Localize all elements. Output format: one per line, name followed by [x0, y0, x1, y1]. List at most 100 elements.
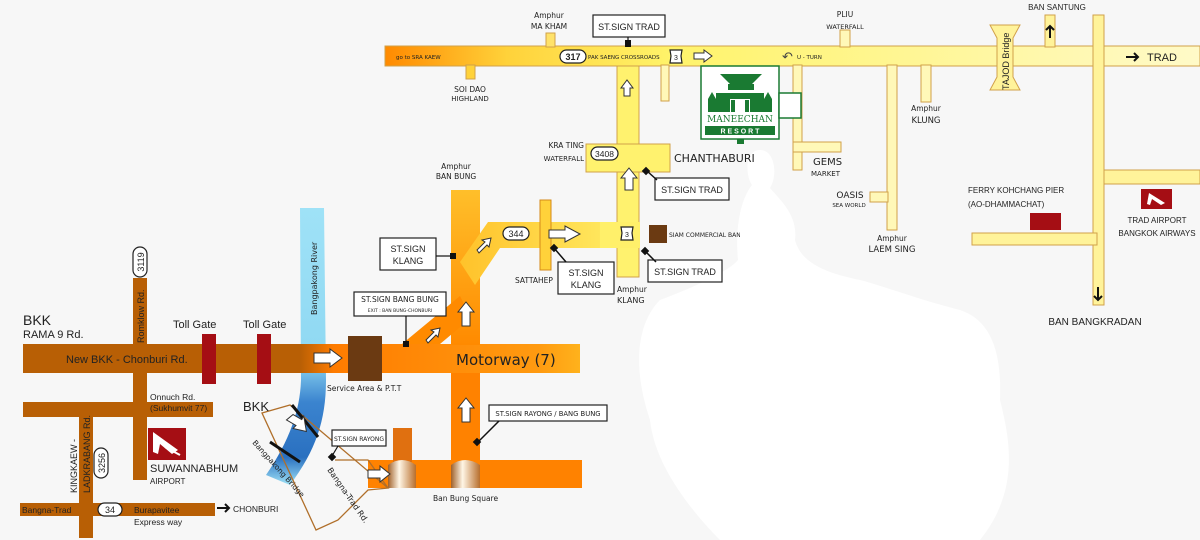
suvarnabhumi-airport-icon [148, 428, 186, 460]
label-soi-dao-2: HIGHLAND [451, 95, 489, 103]
sign-text: ST.SIGN [568, 268, 603, 278]
label-kingkaew-2: LADKRABANG Rd. [82, 415, 92, 493]
arrow-up-icon [456, 397, 476, 423]
label-oasis-1: OASIS [836, 191, 863, 201]
label-pak-saeng: PAK SAENG CROSSROADS [588, 55, 660, 61]
sign-klang-1: ST.SIGN KLANG [379, 237, 456, 271]
label-amphur-ban-bung-1: Amphur [441, 162, 472, 171]
shield-label: 3 [625, 232, 629, 239]
shield-label: 344 [508, 229, 523, 239]
label-motorway: Motorway (7) [456, 351, 556, 369]
label-rama9: RAMA 9 Rd. [23, 329, 84, 341]
sign-text: ST.SIGN RAYONG / BANG BUNG [495, 410, 600, 418]
resort-subtitle: R E S O R T [721, 129, 761, 136]
road-bangna-trad-diagonal [261, 404, 390, 531]
label-new-bkk-chonburi: New BKK - Chonburi Rd. [66, 354, 188, 366]
road-oasis [869, 191, 889, 203]
label-soi-dao-1: SOI DAO [454, 85, 486, 94]
route-shield-34: 34 [97, 502, 123, 517]
shield-label: 3256 [97, 453, 107, 473]
label-sra-kaew: go to SRA KAEW [396, 55, 441, 61]
label-oasis-2: SEA WORLD [832, 203, 865, 209]
label-airport: AIRPORT [150, 477, 186, 486]
road-ferry [971, 232, 1098, 246]
sign-bang-bung: ST.SIGN BANG BUNG EXIT : BAN BUNG-CHONBU… [353, 291, 447, 347]
label-service-area: Service Area & P.T.T [327, 384, 402, 393]
arrow-right-icon [217, 503, 231, 513]
siam-commercial-bank-marker [649, 225, 667, 243]
bridge-bar-2 [269, 440, 301, 464]
label-suvarnabhumi: SUWANNABHUM [150, 463, 238, 475]
sign-text: EXIT : BAN BUNG-CHONBURI [368, 308, 432, 314]
label-sattahep: SATTAHEP [515, 276, 553, 285]
sign-text: ST.SIGN [390, 244, 425, 254]
road-trad-south [1092, 14, 1105, 306]
road-344-join [600, 222, 640, 248]
label-expressway: Express way [134, 517, 183, 527]
arrow-diag-icon [425, 327, 441, 344]
route-shield-344: 344 [502, 226, 530, 241]
sign-rayong-bang-bung: ST.SIGN RAYONG / BANG BUNG [472, 404, 608, 447]
arrow-right-icon [367, 464, 391, 484]
road-branch-102 [660, 64, 670, 102]
arrow-down-icon [1093, 287, 1103, 302]
sign-trad-klang: ST.SIGN TRAD [640, 246, 723, 283]
label-gems-2: MARKET [811, 170, 841, 178]
arrow-right-icon [1126, 52, 1140, 62]
road-ban-bung-square-stub [393, 428, 412, 462]
service-area-block [348, 336, 382, 381]
overpass-arch-2 [451, 460, 480, 488]
label-gems-1: GEMS [813, 157, 842, 168]
label-kra-ting-1: KRA TING [548, 141, 584, 150]
road-trad-east [1103, 169, 1200, 185]
label-bkk: BKK [23, 312, 52, 328]
label-laem-sing-1: Amphur [877, 234, 908, 243]
u-turn-icon: ↶ [782, 50, 793, 65]
road-gems [792, 141, 842, 153]
label-burapavitee: Burapavitee [134, 505, 180, 515]
black-arrows [217, 24, 1140, 513]
route-shield-3256: 3256 [93, 447, 109, 479]
route-shield-3-top: 3 [669, 49, 683, 64]
sign-text: ST.SIGN BANG BUNG [361, 295, 439, 304]
road-ma-kham [545, 32, 556, 48]
resort-name: MANEECHAN [707, 115, 773, 125]
label-ferry-2: (AO-DHAMMACHAT) [968, 200, 1045, 209]
label-toll-gate-2: Toll Gate [243, 319, 286, 331]
road-ban-bung-exit [402, 296, 471, 344]
label-laem-sing-2: LAEM SING [869, 245, 916, 255]
sign-klang-2: ST.SIGN KLANG [549, 243, 615, 295]
label-tajod-bridge: TAJOD Bridge [1001, 33, 1011, 90]
road-onnuch [23, 402, 213, 417]
trad-airport-icon [1141, 189, 1172, 209]
siam-clip [740, 225, 780, 241]
label-bangpakong-river: Bangpakong River [310, 241, 319, 315]
label-sukhumvit77: (Sukhumvit 77) [150, 403, 207, 413]
label-amphur-ban-bung-2: BAN BUNG [436, 172, 477, 181]
label-bangna-trad: Bangna-Trad [22, 505, 72, 515]
label-bkk-bridge: BKK [243, 399, 269, 414]
label-ban-bung-square: Ban Bung Square [433, 494, 498, 503]
sign-text: ST.SIGN TRAD [661, 185, 723, 195]
masked-area [639, 150, 1009, 540]
shield-label: 3408 [595, 149, 614, 159]
label-pliu-1: PLIU [837, 10, 853, 19]
maneechan-resort-logo: MANEECHAN R E S O R T [700, 65, 802, 144]
arrow-up-icon [619, 167, 639, 191]
label-kingkaew-1: KINGKAEW - [69, 439, 79, 493]
tajod-bridge [989, 24, 1021, 91]
arrow-right-icon [313, 348, 343, 368]
shield-label: 317 [565, 52, 580, 62]
label-ma-kham-2: MA KHAM [531, 22, 567, 31]
arrow-right-icon [548, 225, 582, 243]
road-pliu [839, 29, 851, 48]
label-trad-airport-1: TRAD AIRPORT [1128, 216, 1187, 225]
label-toll-gate-1: Toll Gate [173, 319, 216, 331]
route-shield-317: 317 [559, 49, 587, 64]
direction-arrows [285, 49, 713, 484]
road-motorway-7 [300, 344, 580, 373]
route-shield-3119: 3119 [132, 246, 148, 278]
label-chanthaburi: CHANTHABURI [674, 152, 755, 165]
label-ferry-1: FERRY KOHCHANG PIER [968, 186, 1064, 195]
